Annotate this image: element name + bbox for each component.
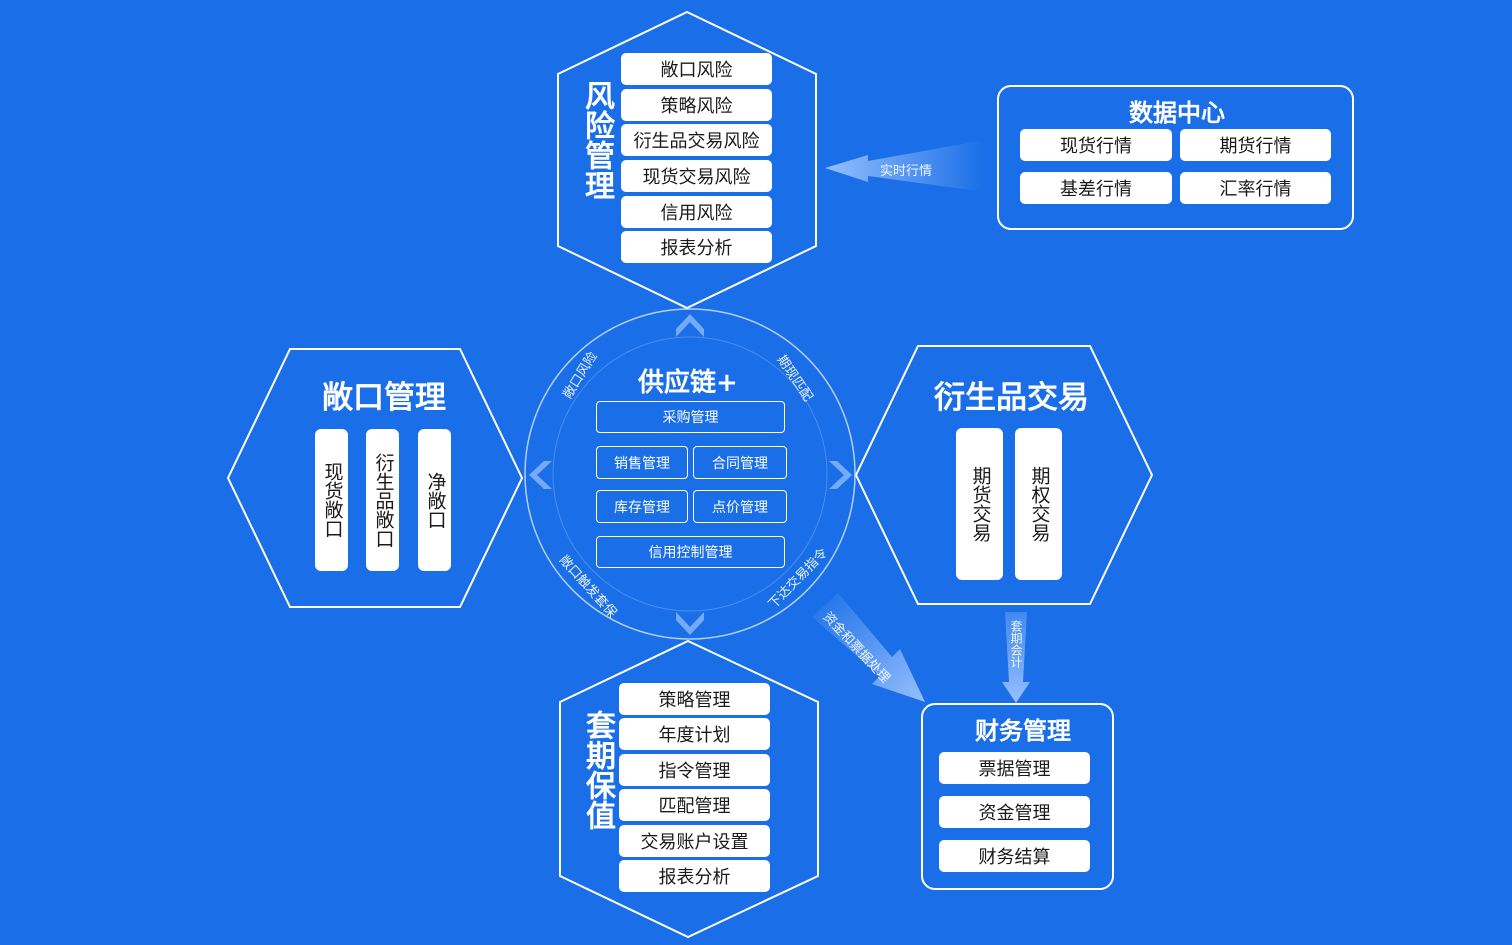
center-item[interactable]: 销售管理 — [596, 446, 688, 479]
risk-title: 风险管理 — [579, 80, 614, 200]
hedging-item[interactable]: 报表分析 — [619, 860, 770, 892]
center-item[interactable]: 采购管理 — [596, 401, 785, 433]
accounting-arrow-label: 套期会计 — [1009, 620, 1023, 668]
finance-title: 财务管理 — [975, 717, 1071, 745]
risk-item[interactable]: 策略风险 — [621, 89, 772, 121]
center-inner-ring — [552, 336, 828, 612]
risk-item[interactable]: 信用风险 — [621, 196, 772, 228]
center-item[interactable]: 信用控制管理 — [596, 536, 785, 568]
realtime-label: 实时行情 — [880, 164, 933, 179]
exposure-hexagon — [226, 348, 524, 608]
fund-arrow — [812, 593, 925, 702]
derivatives-title: 衍生品交易 — [934, 380, 1089, 416]
chevron-left-icon — [529, 461, 552, 489]
risk-item[interactable]: 敞口风险 — [621, 53, 772, 85]
risk-item[interactable]: 衍生品交易风险 — [621, 124, 772, 156]
risk-hexagon — [557, 10, 817, 310]
derivatives-item[interactable]: 期权交易 — [1015, 428, 1062, 580]
derivatives-hexagon — [854, 345, 1154, 605]
chevron-up-icon — [676, 314, 704, 337]
data-center-title: 数据中心 — [1129, 99, 1225, 127]
data-center-item[interactable]: 汇率行情 — [1180, 172, 1331, 204]
exposure-item[interactable]: 净敞口 — [418, 429, 451, 571]
data-center-item[interactable]: 基差行情 — [1020, 172, 1172, 204]
data-center-panel — [997, 85, 1354, 230]
hedging-item[interactable]: 年度计划 — [619, 718, 770, 750]
chevron-down-icon — [676, 612, 704, 635]
risk-item[interactable]: 报表分析 — [621, 231, 772, 263]
finance-item[interactable]: 票据管理 — [939, 752, 1090, 784]
exposure-item[interactable]: 现货敞口 — [315, 429, 348, 571]
exposure-title: 敞口管理 — [322, 380, 446, 416]
exposure-item[interactable]: 衍生品敞口 — [366, 429, 399, 571]
data-center-item[interactable]: 期货行情 — [1180, 129, 1331, 161]
center-outer-ring — [524, 308, 856, 640]
chevron-right-icon — [829, 461, 852, 489]
center-title: 供应链+ — [638, 368, 738, 398]
derivatives-item[interactable]: 期货交易 — [956, 428, 1003, 580]
hedging-item[interactable]: 匹配管理 — [619, 789, 770, 821]
realtime-arrow — [825, 140, 985, 192]
accounting-arrow — [1002, 612, 1030, 703]
hedging-hexagon — [559, 639, 819, 939]
finance-panel — [921, 703, 1114, 890]
hedging-item[interactable]: 策略管理 — [619, 683, 770, 715]
finance-item[interactable]: 财务结算 — [939, 840, 1090, 872]
hedging-item[interactable]: 交易账户设置 — [619, 825, 770, 857]
hedging-title: 套期保值 — [580, 710, 615, 830]
center-item[interactable]: 合同管理 — [693, 446, 787, 479]
center-item[interactable]: 点价管理 — [693, 490, 787, 523]
hedging-item[interactable]: 指令管理 — [619, 754, 770, 786]
center-item[interactable]: 库存管理 — [596, 490, 688, 523]
finance-item[interactable]: 资金管理 — [939, 796, 1090, 828]
risk-item[interactable]: 现货交易风险 — [621, 160, 772, 192]
data-center-item[interactable]: 现货行情 — [1020, 129, 1172, 161]
